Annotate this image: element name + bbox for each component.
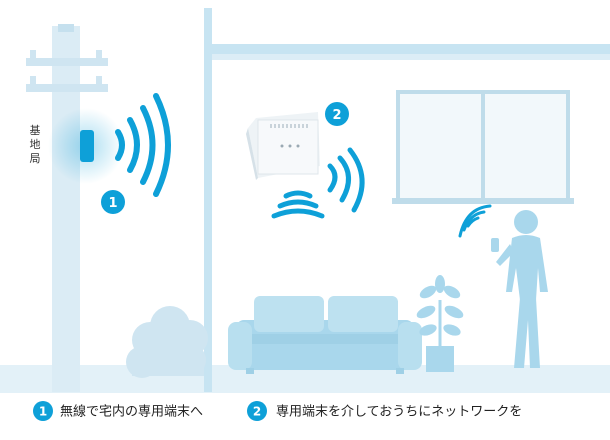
utility-pole: [26, 24, 108, 392]
person-with-phone: [491, 210, 548, 368]
bush: [126, 306, 208, 378]
base-station-antenna: [80, 130, 94, 162]
pole-label-char-3: 局: [30, 152, 41, 165]
pole-label-char-2: 地: [30, 138, 41, 151]
potted-plant: [416, 275, 464, 372]
caption-2-number: 2: [253, 405, 261, 419]
signal-waves-icon: [115, 93, 171, 197]
sofa: [228, 296, 422, 374]
badge-1: 1: [101, 190, 125, 214]
caption-2: 2 専用端末を介しておうちにネットワークを: [247, 401, 522, 421]
window: [392, 90, 574, 204]
pole-label: 基 地 局: [30, 124, 41, 165]
badge-2-number: 2: [332, 108, 341, 123]
phone-wifi-icon: [458, 204, 492, 238]
pole-label-char-1: 基: [30, 124, 41, 137]
caption-1: 1 無線で宅内の専用端末へ: [33, 401, 203, 421]
router-waves-right-icon: [327, 147, 365, 213]
caption-1-number: 1: [39, 405, 47, 419]
caption-2-text: 専用端末を介しておうちにネットワークを: [276, 405, 522, 420]
caption-1-text: 無線で宅内の専用端末へ: [60, 404, 203, 420]
badge-2: 2: [325, 102, 349, 126]
house: [204, 8, 610, 392]
badge-1-number: 1: [108, 196, 117, 211]
router-waves-down-icon: [271, 190, 325, 219]
router-device: [246, 112, 320, 180]
